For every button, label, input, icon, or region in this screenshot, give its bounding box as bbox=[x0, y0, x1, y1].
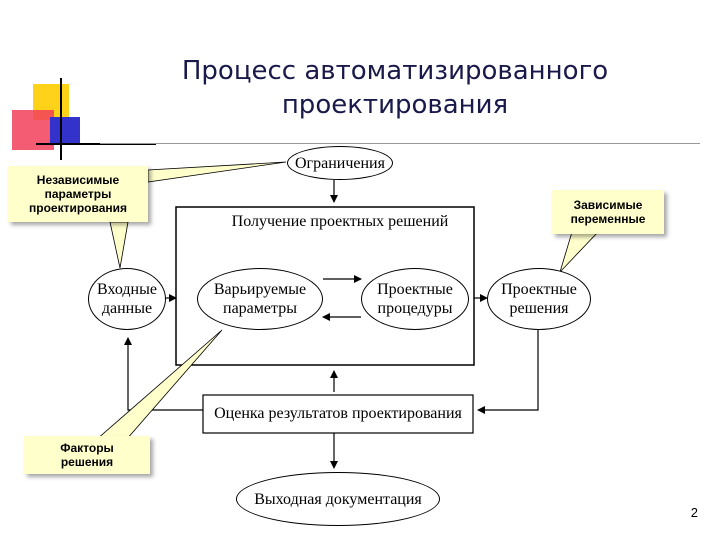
design-solutions-line-1: Проектные bbox=[501, 281, 577, 298]
evaluation-box bbox=[202, 394, 474, 434]
callout-dependent-line-2: переменные bbox=[570, 212, 646, 226]
arrow-solutions-to-evaluation bbox=[477, 330, 539, 414]
page-number: 2 bbox=[690, 505, 698, 520]
constraints-label: Ограничения bbox=[295, 154, 385, 172]
decision-box bbox=[175, 206, 475, 366]
variable-params-oval: Варьируемые параметры bbox=[197, 268, 323, 330]
input-data-line-2: данные bbox=[101, 300, 153, 317]
input-data-line-1: Входные bbox=[97, 281, 157, 298]
callout-factors-line-2: решения bbox=[60, 455, 114, 469]
callout-independent-line-3: проектирования bbox=[28, 201, 128, 215]
constraints-oval: Ограничения bbox=[287, 146, 393, 180]
variable-params-line-1: Варьируемые bbox=[213, 281, 307, 298]
corner-decoration bbox=[0, 0, 700, 160]
output-documentation-label: Выходная документация bbox=[254, 490, 422, 508]
decision-box-title: Получение проектных решений bbox=[231, 213, 449, 230]
design-procedures-line-2: процедуры bbox=[377, 300, 453, 317]
output-documentation-oval: Выходная документация bbox=[236, 472, 440, 526]
callout-independent-parameters: Независимые параметры проектирования bbox=[8, 166, 148, 222]
variable-params-line-2: параметры bbox=[223, 300, 297, 317]
callout-top-pointer bbox=[147, 161, 287, 183]
input-data-oval: Входные данные bbox=[88, 268, 166, 330]
deco-horizontal-line bbox=[36, 143, 156, 145]
design-procedures-line-1: Проектные bbox=[377, 281, 453, 298]
title-line-2: проектирования bbox=[281, 90, 509, 120]
deco-vertical-line bbox=[60, 78, 62, 160]
title-line-1: Процесс автоматизированного bbox=[181, 56, 609, 86]
callout-decision-factors: Факторы решения bbox=[24, 436, 150, 474]
callout-dependent-line-1: Зависимые bbox=[573, 198, 643, 212]
title-underline bbox=[100, 143, 700, 144]
evaluation-label: Оценка результатов проектирования bbox=[214, 405, 462, 422]
deco-blue-square bbox=[50, 117, 80, 145]
callout-dependent-variables: Зависимые переменные bbox=[552, 190, 664, 234]
design-solutions-oval: Проектные решения bbox=[487, 268, 591, 330]
design-solutions-line-2: решения bbox=[509, 300, 569, 317]
callout-dependent-pointer bbox=[559, 231, 599, 273]
callout-independent-line-2: параметры bbox=[44, 187, 112, 201]
arrow-evaluation-to-input bbox=[124, 337, 203, 411]
callout-independent-pointer bbox=[109, 221, 129, 269]
design-procedures-oval: Проектные процедуры bbox=[361, 268, 469, 330]
callout-independent-line-1: Независимые bbox=[36, 173, 120, 187]
callout-factors-line-1: Факторы bbox=[60, 441, 114, 455]
slide-title: Процесс автоматизированного проектирован… bbox=[160, 54, 630, 122]
